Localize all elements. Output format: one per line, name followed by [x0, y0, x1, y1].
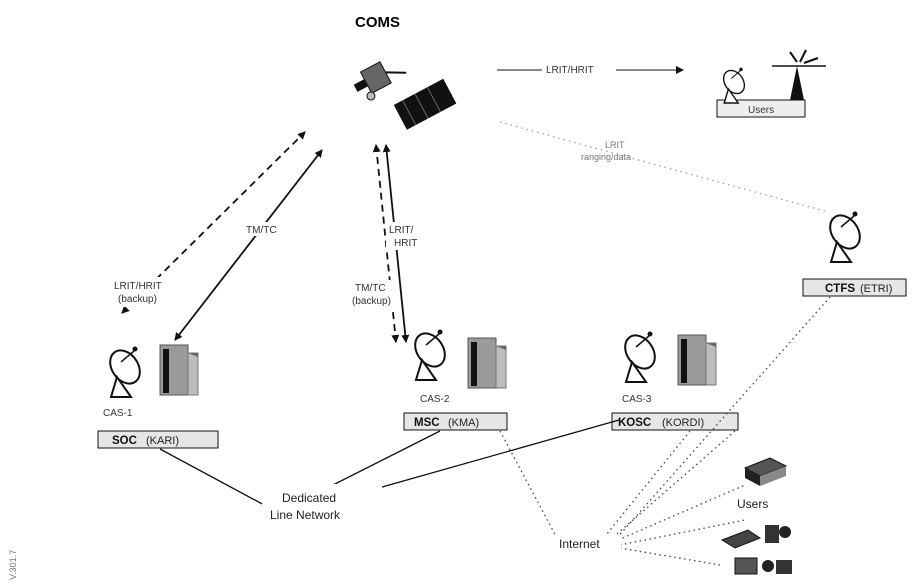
- faint-link-label-2: ranging/data: [581, 152, 631, 162]
- side-text: V.301.7: [8, 550, 18, 580]
- ctfs-link-dotted: [500, 122, 828, 212]
- lrit-hrit-broadcast-label: LRIT/HRIT: [546, 65, 594, 76]
- tm-tc-link-soc: [175, 150, 322, 340]
- line-network-label: Line Network: [270, 508, 341, 522]
- dedicated-label: Dedicated: [282, 491, 336, 505]
- ctfs-org: (ETRI): [860, 283, 892, 295]
- tm-tc-backup-label-2: (backup): [352, 296, 391, 307]
- msc-name: MSC: [414, 417, 440, 429]
- lrit-hrit-mid-label-1: LRIT/: [389, 225, 414, 236]
- ctfs-name: CTFS: [825, 283, 855, 295]
- kosc-station: CAS-3 KOSC (KORDI): [612, 330, 738, 430]
- ctfs-station: CTFS (ETRI): [803, 210, 906, 296]
- diagram-title: COMS: [355, 14, 400, 31]
- soc-name: SOC: [112, 435, 137, 447]
- faint-link-label-1: LRIT: [605, 140, 625, 150]
- msc-station: CAS-2 MSC (KMA): [404, 328, 507, 430]
- soc-org: (KARI): [146, 435, 179, 447]
- users-right: Users: [722, 458, 792, 574]
- coms-satellite: [350, 53, 456, 129]
- msc-antenna-label: CAS-2: [420, 394, 450, 405]
- users-right-label: Users: [737, 497, 768, 511]
- user-station-top: Users: [717, 50, 826, 117]
- dedicated-line-network: Dedicated Line Network: [262, 484, 382, 526]
- users-top-label: Users: [748, 105, 774, 116]
- msc-org: (KMA): [448, 417, 479, 429]
- lrit-hrit-mid-label-2: HRIT: [394, 238, 417, 249]
- soc-antenna-label: CAS-1: [103, 408, 133, 419]
- lrit-hrit-backup-label-2: (backup): [118, 294, 157, 305]
- soc-station: CAS-1 SOC (KARI): [98, 345, 218, 448]
- internet-label: Internet: [559, 537, 600, 551]
- kosc-org: (KORDI): [662, 417, 704, 429]
- line-msc-network: [327, 431, 440, 488]
- line-soc-network: [160, 449, 266, 506]
- kosc-antenna-label: CAS-3: [622, 394, 652, 405]
- kosc-name: KOSC: [618, 417, 651, 429]
- line-kosc-network: [368, 420, 619, 491]
- tm-tc-left-label: TM/TC: [246, 225, 277, 236]
- tm-tc-backup-label-1: TM/TC: [355, 283, 386, 294]
- internet-dotted-lines: [500, 297, 830, 565]
- lrit-hrit-backup-label-1: LRIT/HRIT: [114, 281, 162, 292]
